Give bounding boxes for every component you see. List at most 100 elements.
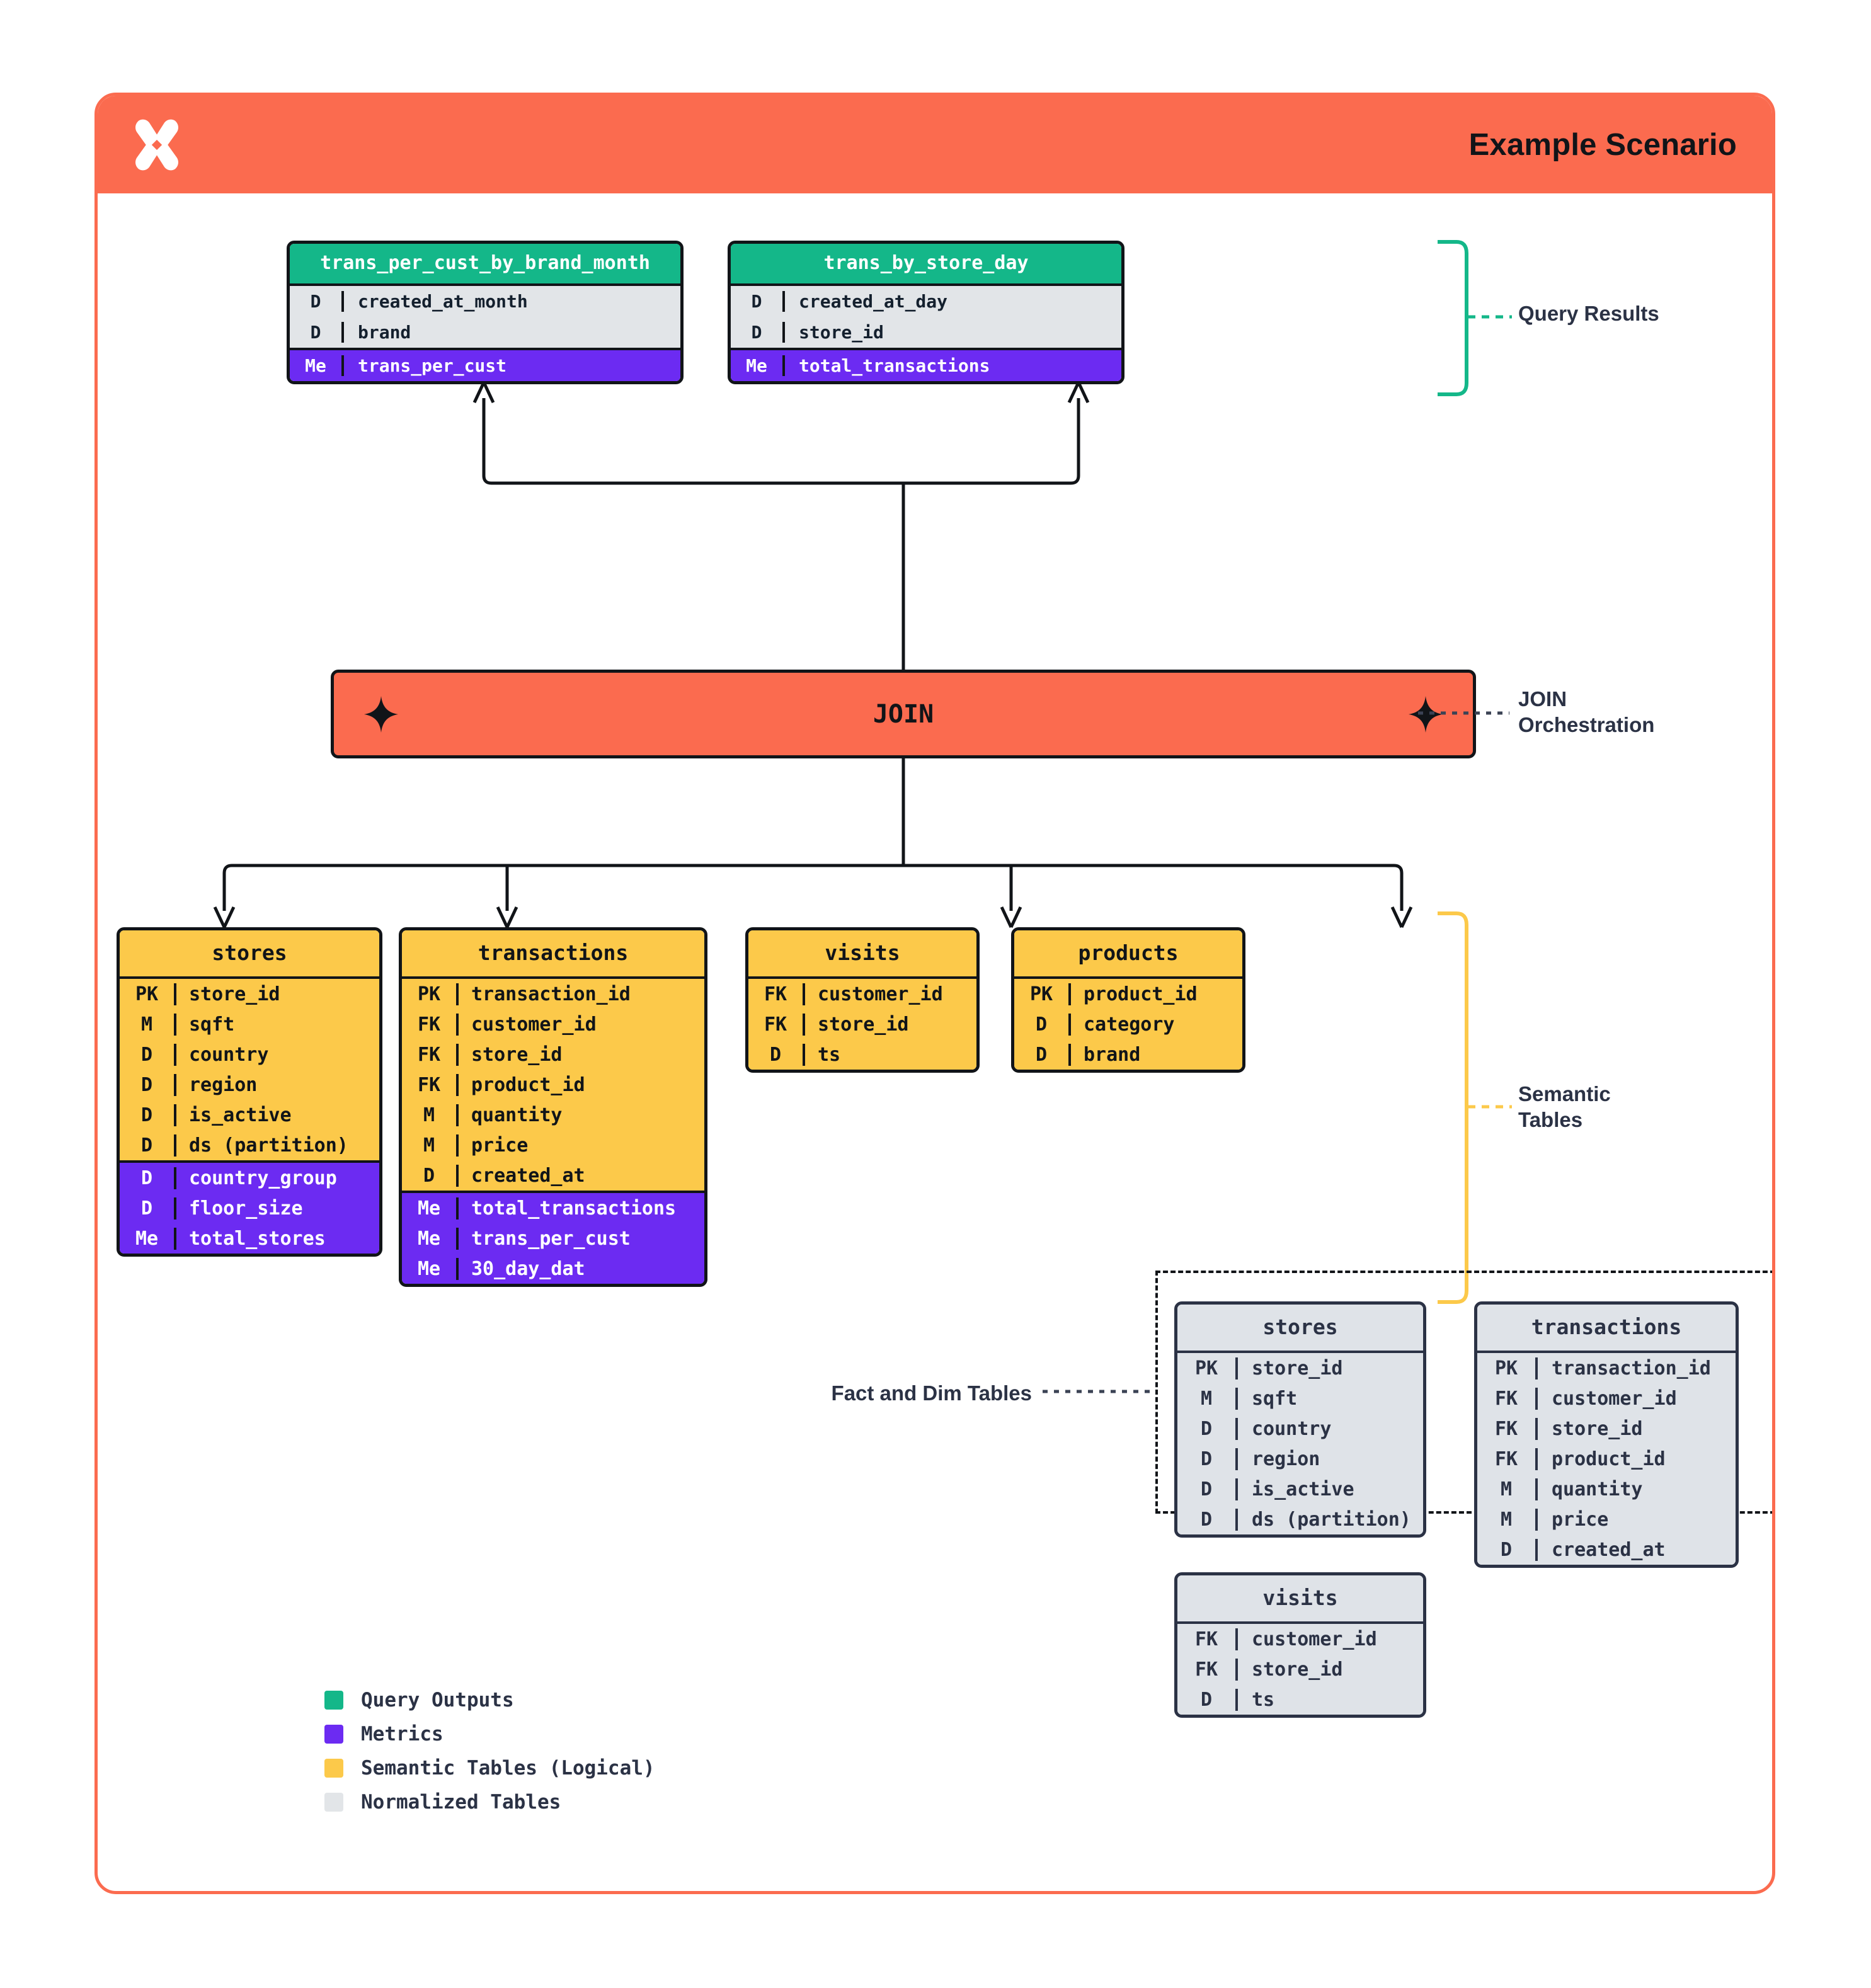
sparkle-icon (1409, 695, 1443, 733)
row-key: D (423, 1164, 435, 1187)
row-key: M (423, 1104, 435, 1126)
row-key: D (769, 1043, 782, 1066)
table-title: stores (120, 930, 379, 976)
row-field: store_id (456, 1043, 704, 1066)
row-field: total_transactions (782, 355, 1121, 376)
row-key: FK (417, 1043, 441, 1066)
table-title: trans_per_cust_by_brand_month (290, 244, 680, 283)
row-key: D (1200, 1478, 1213, 1500)
row-field: country_group (174, 1167, 379, 1189)
row-key: Me (746, 355, 767, 376)
example-scenario-card: Example Scenario (94, 93, 1775, 1894)
legend: Query Outputs Metrics Semantic Tables (L… (324, 1683, 655, 1819)
table-row: D brand (290, 317, 680, 348)
row-field: product_id (456, 1073, 704, 1096)
table-row: D created_at_month (290, 286, 680, 317)
legend-item-query-outputs: Query Outputs (324, 1683, 655, 1717)
row-field: is_active (174, 1104, 379, 1126)
legend-label: Query Outputs (361, 1689, 514, 1711)
table-row: Me trans_per_cust (290, 350, 680, 381)
row-field: total_stores (174, 1227, 379, 1250)
row-field: store_id (174, 983, 379, 1005)
row-key: Me (305, 355, 326, 376)
legend-label: Normalized Tables (361, 1791, 561, 1814)
row-key: D (751, 322, 762, 343)
row-field: brand (341, 322, 680, 343)
query-results-bracket (1438, 240, 1468, 396)
row-key: FK (417, 1013, 441, 1036)
row-key: FK (1494, 1417, 1518, 1440)
row-key: PK (1494, 1357, 1518, 1380)
legend-swatch (324, 1691, 343, 1710)
table-metrics: Me total_transactions (731, 348, 1121, 381)
row-field: customer_id (456, 1013, 704, 1036)
legend-swatch (324, 1759, 343, 1778)
join-orchestration-bar[interactable]: JOIN (331, 670, 1476, 758)
table-row: D store_id (731, 317, 1121, 348)
row-field: quantity (456, 1104, 704, 1126)
row-key: Me (417, 1227, 441, 1250)
fact-dim-annotation: Fact and Dim Tables (831, 1381, 1032, 1405)
row-field: total_transactions (456, 1197, 704, 1220)
row-field: country (174, 1043, 379, 1066)
query-result-table-trans-per-cust-by-brand-month[interactable]: trans_per_cust_by_brand_month D created_… (287, 241, 684, 384)
row-key: D (140, 1073, 153, 1096)
row-key: Me (417, 1197, 441, 1220)
row-key: FK (764, 983, 787, 1005)
table-dimensions: D created_at_day D store_id (731, 283, 1121, 348)
query-result-table-trans-by-store-day[interactable]: trans_by_store_day D created_at_day D st… (728, 241, 1124, 384)
legend-swatch (324, 1793, 343, 1812)
legend-swatch (324, 1725, 343, 1744)
legend-item-normalized-tables: Normalized Tables (324, 1785, 655, 1819)
row-field: country (1235, 1417, 1423, 1440)
row-field: region (174, 1073, 379, 1096)
row-key: D (1500, 1538, 1513, 1561)
row-key: PK (135, 983, 159, 1005)
row-key: D (140, 1134, 153, 1157)
row-key: D (310, 291, 321, 312)
table-metrics: Me trans_per_cust (290, 348, 680, 381)
table-title: trans_by_store_day (731, 244, 1121, 283)
row-field: created_at (1535, 1538, 1736, 1561)
row-field: ts (803, 1043, 976, 1066)
row-field: created_at_day (782, 291, 1121, 312)
semantic-annotation-line-1: Semantic (1518, 1082, 1611, 1105)
row-field: floor_size (174, 1197, 379, 1220)
row-key: PK (417, 983, 441, 1005)
row-field: sqft (174, 1013, 379, 1036)
row-key: PK (1029, 983, 1053, 1005)
row-field: store_id (803, 1013, 976, 1036)
fact-dim-leader-line (1043, 1390, 1156, 1393)
semantic-tables-annotation: Semantic Tables (1518, 1082, 1611, 1133)
row-key: M (1500, 1508, 1513, 1531)
table-row: PK store_id (120, 979, 379, 1009)
table-row: D created_at_day (731, 286, 1121, 317)
row-key: Me (417, 1257, 441, 1280)
row-field: store_id (1235, 1658, 1423, 1681)
row-field: created_at (456, 1164, 704, 1187)
